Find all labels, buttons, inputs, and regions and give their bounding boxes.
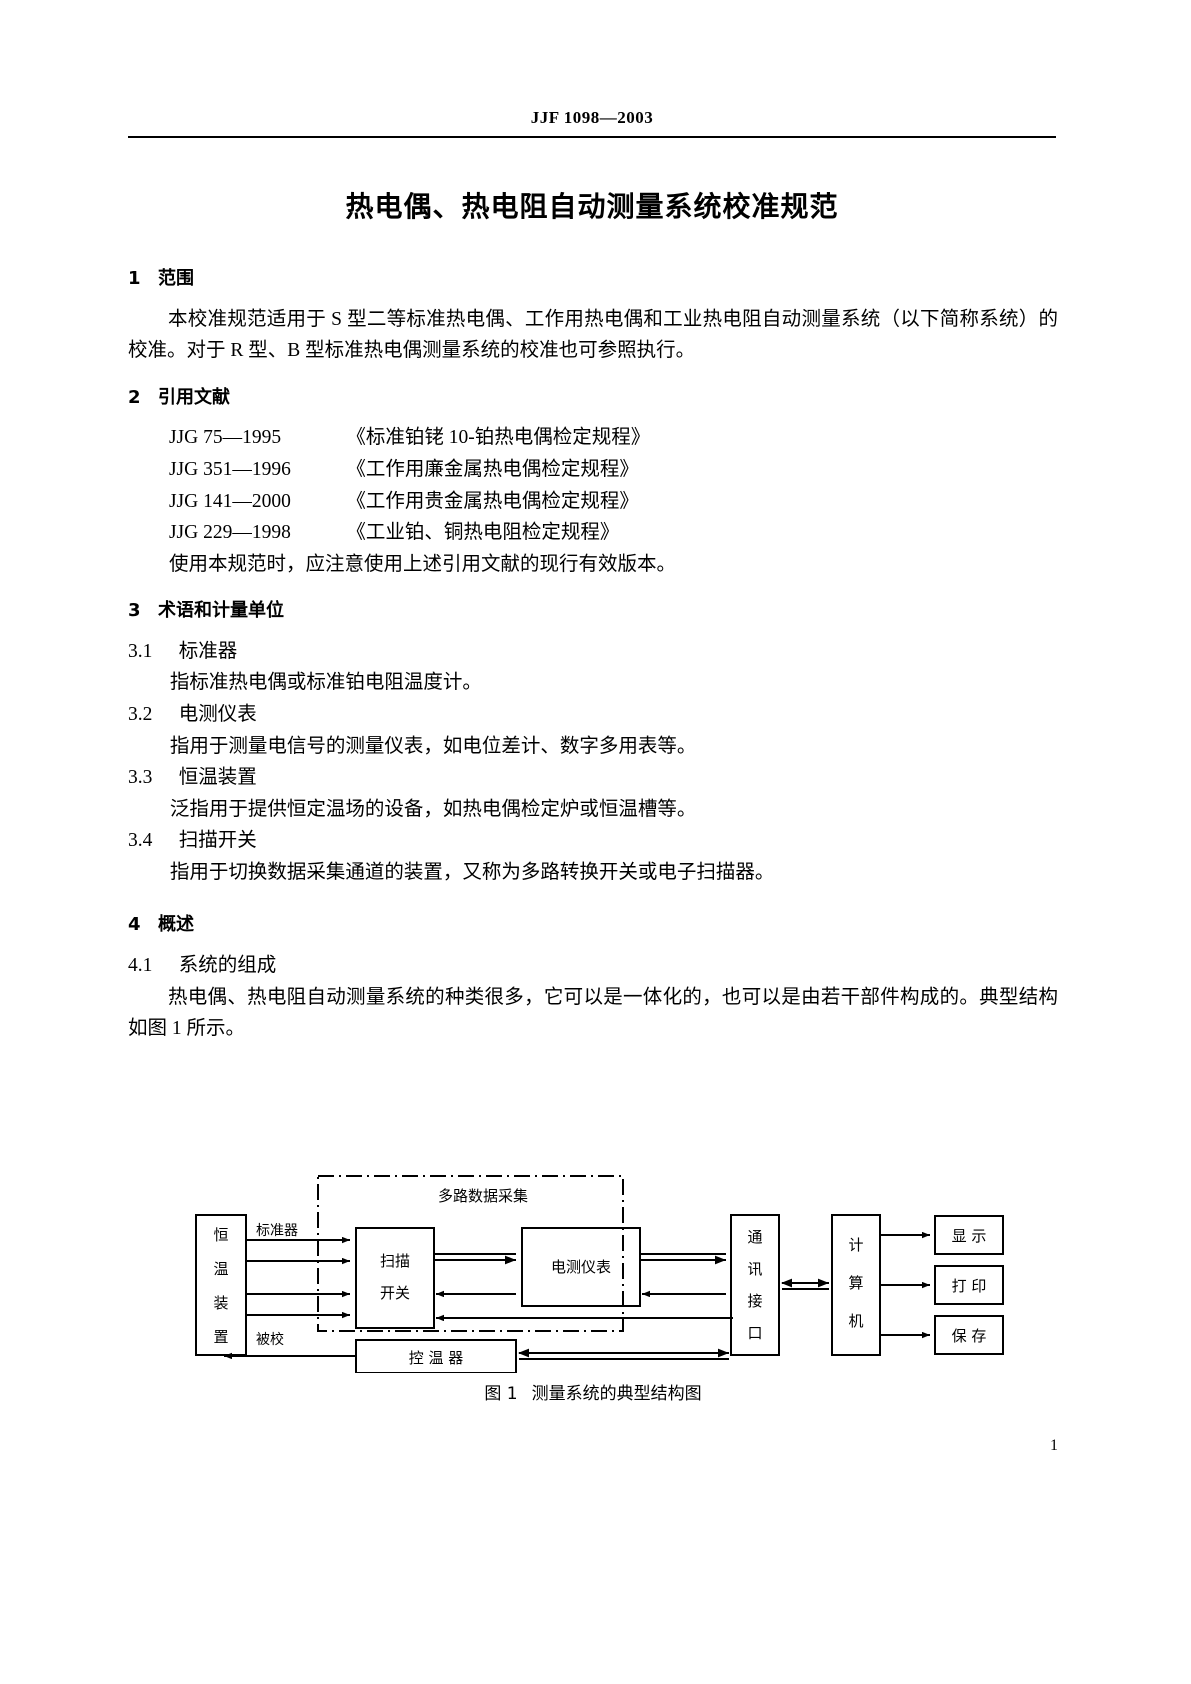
computer-char-2: 算 — [848, 1274, 863, 1292]
running-header: JJF 1098—2003 — [128, 108, 1056, 128]
clause-heading-4-1: 4.1 系统的组成 — [128, 950, 1058, 982]
figure-caption: 图 1 测量系统的典型结构图 — [128, 1379, 1058, 1404]
system-structure-diagram: 多路数据采集 恒 温 装 置 标准器 被校 扫描 开关 — [195, 1175, 1004, 1373]
figure-caption-label: 图 1 — [484, 1384, 518, 1404]
section-number-4: 4 — [128, 914, 141, 936]
section-number-1: 1 — [128, 268, 141, 289]
reference-code: JJG 229—1998 — [168, 522, 291, 544]
spacer — [128, 580, 1058, 600]
measuring-instrument-block — [521, 1227, 641, 1307]
header-rule — [128, 136, 1056, 138]
clause-definition-3-2: 指用于测量电信号的测量仪表，如电位差计、数字多用表等。 — [169, 735, 697, 757]
clause-term: 系统的组成 — [178, 955, 277, 977]
standard-code: JJF 1098—2003 — [530, 108, 654, 127]
section-number-2: 2 — [128, 386, 141, 408]
scan-switch-label-line2: 开关 — [380, 1284, 410, 1302]
spacer — [128, 936, 1058, 950]
computer-char-1: 计 — [848, 1236, 863, 1254]
section-title-2: 引用文献 — [158, 386, 230, 408]
clause-term: 恒温装置 — [178, 767, 257, 789]
scan-switch-block — [355, 1227, 435, 1329]
spacer — [128, 622, 1058, 636]
print-label: 打 印 — [952, 1277, 987, 1295]
thermostat-block — [195, 1214, 247, 1356]
display-block — [934, 1215, 1004, 1255]
section-heading-4: 4 概述 — [128, 914, 1058, 936]
reference-title: 《工业铂、铜热电阻检定规程》 — [346, 522, 620, 544]
clause-definition-3-1: 指标准热电偶或标准铂电阻温度计。 — [169, 672, 482, 694]
clause-number: 3.3 — [128, 767, 153, 789]
spacer — [128, 290, 1058, 304]
reference-title: 《工作用贵金属热电偶检定规程》 — [346, 490, 639, 512]
thermostat-char-1: 恒 — [213, 1226, 228, 1244]
clause-heading-3-1: 3.1 标准器 — [128, 636, 1058, 668]
list-item: JJG 75—1995 《标准铂铑 10-铂热电偶检定规程》 — [128, 422, 1058, 454]
thermostat-char-4: 置 — [213, 1328, 228, 1346]
comm-char-1: 通 — [747, 1228, 762, 1246]
clause-number: 3.2 — [128, 703, 153, 725]
section-heading-1: 1 范围 — [128, 268, 1058, 290]
reference-code: JJG 75—1995 — [168, 427, 282, 449]
list-item: JJG 141—2000 《工作用贵金属热电偶检定规程》 — [128, 486, 1058, 518]
thermostat-char-3: 装 — [213, 1294, 228, 1312]
reference-note: 使用本规范时，应注意使用上述引用文献的现行有效版本。 — [168, 553, 676, 575]
list-item: JJG 229—1998 《工业铂、铜热电阻检定规程》 — [128, 517, 1058, 549]
clause-heading-3-2: 3.2 电测仪表 — [128, 699, 1058, 731]
under-test-label: 被校 — [256, 1331, 284, 1348]
reference-title: 《工作用廉金属热电偶检定规程》 — [346, 458, 639, 480]
clause-number: 4.1 — [128, 955, 153, 977]
thermostat-char-2: 温 — [213, 1260, 228, 1278]
reference-list: JJG 75—1995 《标准铂铑 10-铂热电偶检定规程》 JJG 351—19… — [128, 422, 1058, 580]
section-4-paragraph: 热电偶、热电阻自动测量系统的种类很多，它可以是一体化的，也可以是由若干部件构成的… — [128, 986, 1058, 1040]
comm-char-2: 讯 — [747, 1260, 762, 1278]
section-number-3: 3 — [128, 600, 141, 622]
comm-char-4: 口 — [747, 1324, 762, 1342]
figure-1: 多路数据采集 恒 温 装 置 标准器 被校 扫描 开关 — [128, 1168, 1058, 1404]
save-label: 保 存 — [952, 1327, 987, 1345]
data-acquisition-boundary — [317, 1175, 624, 1332]
data-acquisition-label: 多路数据采集 — [438, 1187, 528, 1205]
spacer — [128, 408, 1058, 422]
standard-instrument-label: 标准器 — [256, 1223, 298, 1239]
measuring-instrument-label: 电测仪表 — [551, 1258, 611, 1276]
save-block — [934, 1315, 1004, 1355]
clause-heading-3-3: 3.3 恒温装置 — [128, 762, 1058, 794]
section-heading-2: 2 引用文献 — [128, 387, 1058, 409]
clause-heading-3-4: 3.4 扫描开关 — [128, 825, 1058, 857]
document-body: 1 范围 本校准规范适用于 S 型二等标准热电偶、工作用热电偶和工业热电阻自动测量… — [128, 268, 1058, 1045]
spacer — [128, 888, 1058, 914]
clause-term: 扫描开关 — [178, 830, 257, 852]
computer-char-3: 机 — [848, 1312, 863, 1330]
section-heading-3: 3 术语和计量单位 — [128, 600, 1058, 622]
reference-title: 《标准铂铑 10-铂热电偶检定规程》 — [346, 427, 651, 449]
list-item: JJG 351—1996 《工作用廉金属热电偶检定规程》 — [128, 454, 1058, 486]
comm-char-3: 接 — [747, 1292, 762, 1310]
communication-interface-block — [730, 1214, 780, 1356]
display-label: 显 示 — [952, 1227, 987, 1245]
temperature-controller-label: 控 温 器 — [409, 1349, 464, 1367]
section-1-paragraph: 本校准规范适用于 S 型二等标准热电偶、工作用热电偶和工业热电阻自动测量系统（以… — [128, 308, 1058, 362]
page-number: 1 — [1050, 1437, 1058, 1454]
spacer — [128, 367, 1058, 387]
page-title: 热电偶、热电阻自动测量系统校准规范 — [345, 190, 839, 223]
reference-code: JJG 141—2000 — [168, 490, 291, 512]
scan-switch-label-line1: 扫描 — [380, 1252, 410, 1270]
reference-code: JJG 351—1996 — [168, 458, 291, 480]
clause-definition-3-3: 泛指用于提供恒定温场的设备，如热电偶检定炉或恒温槽等。 — [169, 798, 697, 820]
clause-term: 电测仪表 — [178, 703, 257, 725]
section-title-3: 术语和计量单位 — [158, 600, 284, 622]
clause-number: 3.4 — [128, 830, 153, 852]
clause-term: 标准器 — [178, 640, 238, 662]
section-title-1: 范围 — [158, 268, 194, 289]
figure-caption-text: 测量系统的典型结构图 — [531, 1384, 702, 1404]
clause-number: 3.1 — [128, 640, 153, 662]
print-block — [934, 1265, 1004, 1305]
section-title-4: 概述 — [158, 914, 194, 936]
clause-definition-3-4: 指用于切换数据采集通道的装置，又称为多路转换开关或电子扫描器。 — [169, 861, 775, 883]
